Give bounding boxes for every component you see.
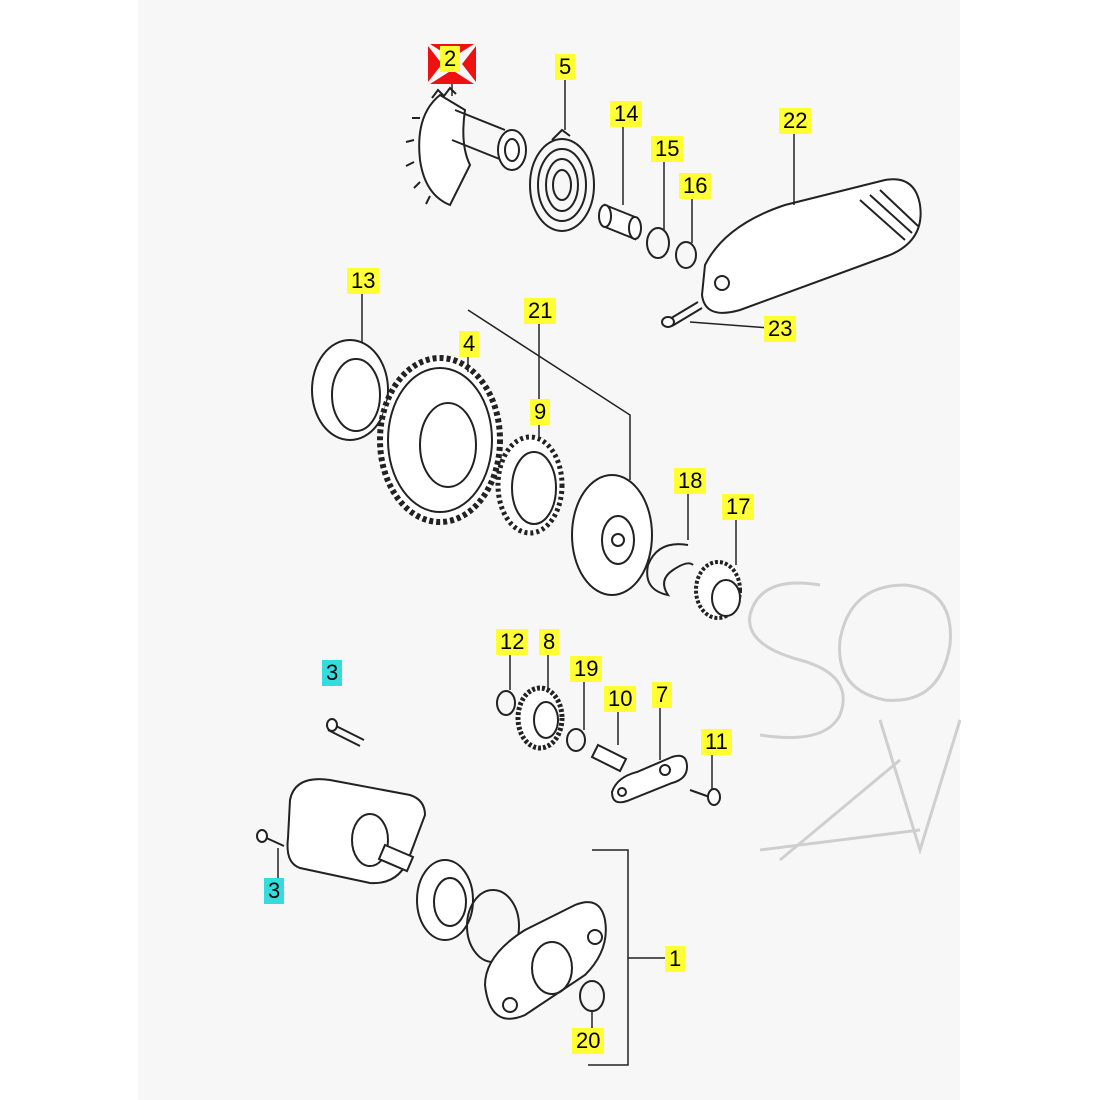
- label-part-5[interactable]: 5: [555, 54, 576, 80]
- label-part-9[interactable]: 9: [530, 399, 551, 425]
- label-part-23[interactable]: 23: [764, 316, 797, 342]
- starter-cover[interactable]: [483, 901, 607, 1020]
- part-15-washer[interactable]: [646, 227, 670, 259]
- part-18-spring-clip[interactable]: [646, 543, 694, 597]
- part-17-pinion-gear[interactable]: [694, 560, 742, 620]
- label-part-15[interactable]: 15: [651, 136, 684, 162]
- label-part-18[interactable]: 18: [674, 468, 707, 494]
- label-part-17[interactable]: 17: [722, 494, 755, 520]
- part-14-bushing[interactable]: [598, 203, 642, 241]
- label-part-14[interactable]: 14: [610, 101, 643, 127]
- part-19-washer[interactable]: [566, 728, 586, 752]
- part-22-kick-lever[interactable]: [700, 178, 922, 314]
- label-part-4[interactable]: 4: [459, 331, 480, 357]
- label-part-13[interactable]: 13: [347, 268, 380, 294]
- label-part-10[interactable]: 10: [604, 686, 637, 712]
- leader-lines: [277, 72, 795, 1066]
- part-10-shaft[interactable]: [590, 743, 628, 773]
- label-part-7[interactable]: 7: [652, 682, 673, 708]
- label-part-1[interactable]: 1: [665, 946, 686, 972]
- one-way-clutch-plate[interactable]: [571, 474, 653, 596]
- starter-motor[interactable]: [286, 778, 427, 885]
- starter-gasket[interactable]: [416, 859, 474, 941]
- part-4-starter-driven-gear[interactable]: [377, 355, 503, 525]
- part-23-bolt[interactable]: [661, 301, 703, 328]
- label-part-12[interactable]: 12: [496, 629, 529, 655]
- part-2-kick-gear-shaft[interactable]: [405, 86, 527, 207]
- part-3-screw-bottom[interactable]: [256, 829, 285, 847]
- label-part-21[interactable]: 21: [524, 298, 557, 324]
- part-11-bolt[interactable]: [689, 788, 721, 806]
- label-part-3-bottom[interactable]: 3: [264, 878, 285, 904]
- label-part-2[interactable]: 2: [440, 46, 461, 72]
- label-part-3-top[interactable]: 3: [322, 660, 343, 686]
- label-part-8[interactable]: 8: [539, 629, 560, 655]
- part-16-circlip[interactable]: [675, 241, 697, 269]
- part-5-kick-spring[interactable]: [529, 128, 595, 232]
- label-part-19[interactable]: 19: [570, 656, 603, 682]
- part-13-oil-seal[interactable]: [311, 339, 389, 441]
- part-8-idler-gear[interactable]: [515, 685, 565, 751]
- part-12-washer[interactable]: [496, 690, 516, 716]
- label-part-22[interactable]: 22: [779, 108, 812, 134]
- label-part-11[interactable]: 11: [701, 729, 732, 755]
- part-3-screw-top[interactable]: [326, 718, 365, 747]
- part-9-needle-bearing[interactable]: [495, 434, 565, 536]
- part-7-gear-plate[interactable]: [610, 754, 689, 804]
- diagram-panel: [138, 0, 960, 1100]
- watermark: [748, 581, 962, 862]
- label-part-16[interactable]: 16: [679, 173, 712, 199]
- label-part-20[interactable]: 20: [572, 1028, 605, 1054]
